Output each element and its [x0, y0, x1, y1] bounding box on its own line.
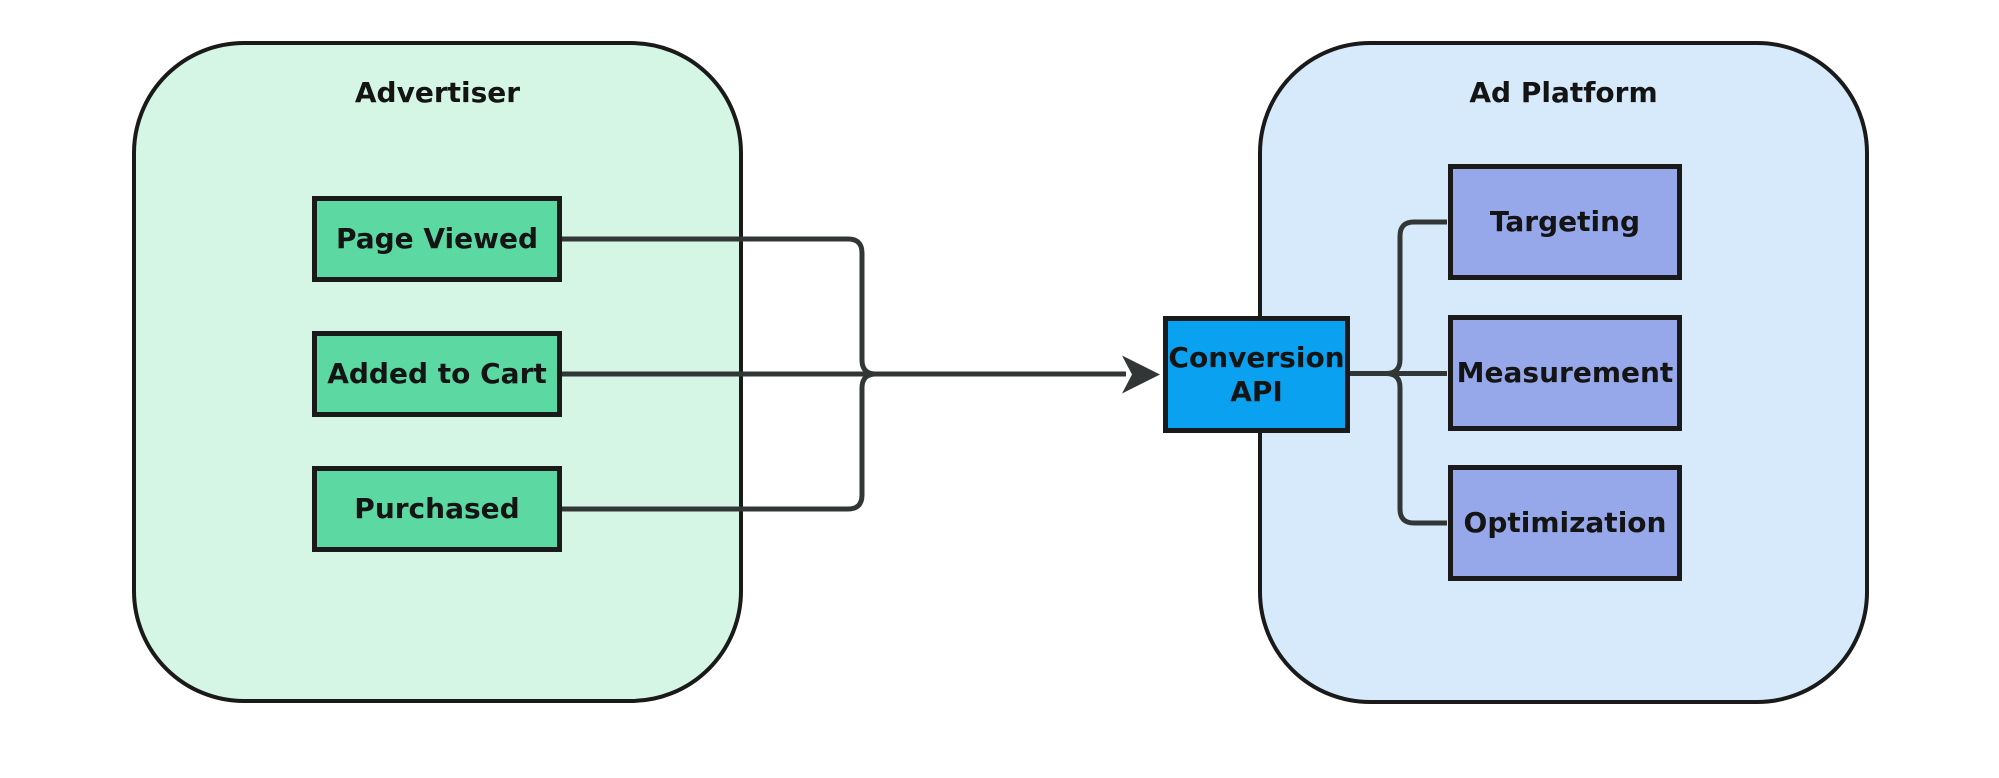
node-page-viewed-label: Page Viewed: [335, 222, 539, 255]
node-added-to-cart: Added to Cart: [312, 331, 562, 417]
node-conversion-api-label: Conversion API: [1168, 340, 1345, 408]
node-conversion-api: Conversion API: [1163, 316, 1350, 433]
node-optimization-label: Optimization: [1463, 506, 1667, 539]
node-targeting-label: Targeting: [1489, 205, 1641, 238]
advertiser-group-title: Advertiser: [354, 76, 521, 109]
node-targeting: Targeting: [1448, 164, 1682, 280]
node-added-to-cart-label: Added to Cart: [327, 357, 547, 390]
node-purchased-label: Purchased: [354, 492, 520, 525]
node-page-viewed: Page Viewed: [312, 196, 562, 282]
ad-platform-group-title: Ad Platform: [1469, 76, 1658, 109]
node-optimization: Optimization: [1448, 465, 1682, 581]
node-purchased: Purchased: [312, 466, 562, 552]
node-measurement: Measurement: [1448, 315, 1682, 431]
arrowhead-conversion-api: [1122, 355, 1160, 394]
node-measurement-label: Measurement: [1456, 356, 1674, 389]
